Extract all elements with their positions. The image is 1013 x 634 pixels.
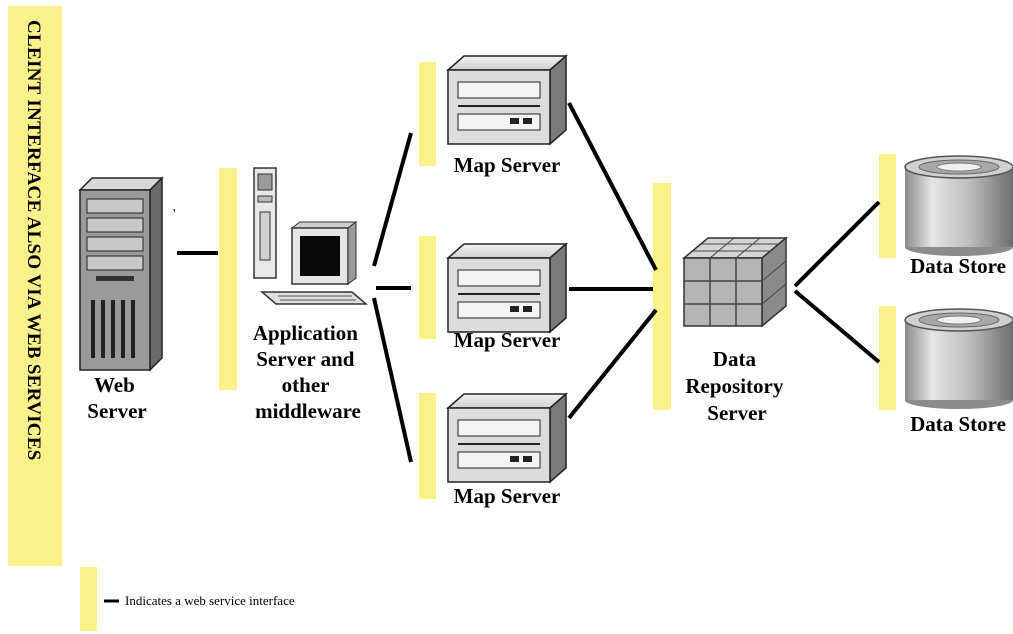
link-app-to-map-1	[372, 132, 413, 267]
link-repo-to-store-2	[793, 289, 881, 364]
app-server-label-line-1: Application	[253, 321, 358, 345]
interface-bar-map-server-3	[419, 393, 436, 499]
web-server-label-line-1: Web	[94, 373, 135, 397]
data-store-2-icon	[904, 308, 1013, 409]
repository-label-line-3: Server	[707, 401, 766, 425]
repository-label-line-1: Data	[713, 347, 757, 371]
repository-label-line-2: Repository	[685, 374, 783, 398]
data-store-1-icon	[904, 155, 1013, 256]
interface-bar-map-server-2	[419, 236, 436, 339]
client-interface-band: CLEINT INTERFACE ALSO VIA WEB SERVICES	[8, 6, 62, 566]
repository-label: Data Repository Server	[685, 347, 788, 425]
app-server-label-line-3: other	[282, 373, 329, 397]
map-server-1-label: Map Server	[454, 153, 561, 177]
legend: Indicates a web service interface	[104, 593, 295, 608]
map-server-1-icon	[446, 54, 568, 146]
link-repo-to-store-1	[793, 200, 881, 288]
link-app-to-map-3	[372, 297, 413, 463]
app-server-label: Application Server and other middleware	[253, 321, 363, 423]
app-server-label-line-4: middleware	[255, 399, 361, 423]
app-server-label-line-2: Server and	[256, 347, 355, 371]
web-server-icon	[78, 176, 164, 372]
map-server-2-label: Map Server	[454, 328, 561, 352]
app-server-icon	[253, 167, 369, 305]
link-map-1-to-repo	[567, 102, 658, 271]
interface-bar-legend	[80, 567, 97, 631]
web-server-label-line-2: Server	[87, 399, 146, 423]
interface-bar-repository	[653, 183, 671, 410]
link-map-3-to-repo	[567, 308, 658, 420]
client-interface-bar	[8, 6, 62, 566]
map-server-3-icon	[446, 392, 568, 484]
client-interface-label: CLEINT INTERFACE ALSO VIA WEB SERVICES	[23, 20, 44, 461]
interface-bar-map-server-1	[419, 62, 436, 166]
connection-lines	[177, 102, 881, 463]
interface-bars	[80, 62, 896, 631]
web-server-dot: '	[173, 207, 176, 222]
map-server-2-icon	[446, 242, 568, 334]
data-repository-icon	[681, 236, 789, 328]
legend-text: Indicates a web service interface	[125, 593, 295, 608]
web-server-label: Web Server	[87, 373, 146, 423]
map-server-3-label: Map Server	[454, 484, 561, 508]
interface-bar-data-store-2	[879, 306, 896, 410]
data-store-2-label: Data Store	[910, 412, 1006, 436]
interface-bar-data-store-1	[879, 154, 896, 258]
data-store-1-label: Data Store	[910, 254, 1006, 278]
interface-bar-app-server	[219, 168, 237, 390]
